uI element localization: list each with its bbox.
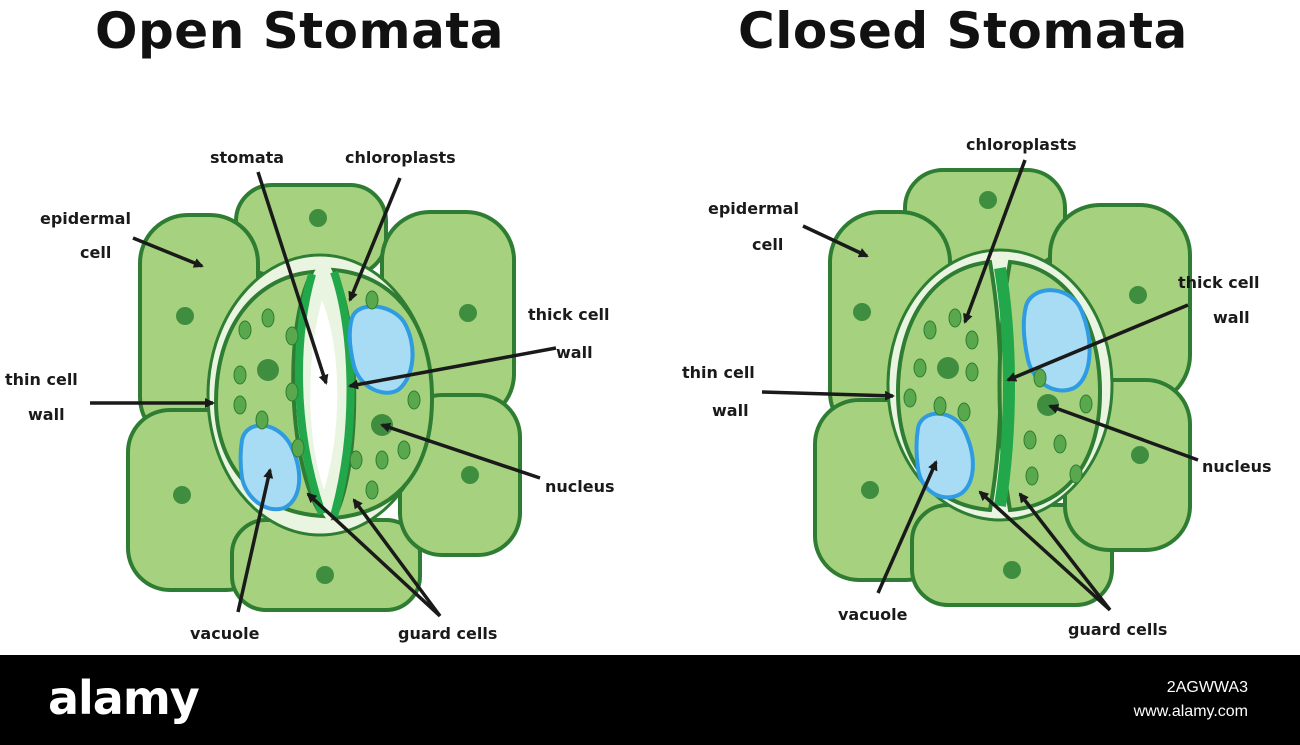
nucleus bbox=[461, 466, 479, 484]
open-stomata-diagram: stomata chloroplasts epidermal cell thic… bbox=[5, 148, 615, 643]
label-thick-wall: wall bbox=[1213, 308, 1250, 327]
label-guard-cells: guard cells bbox=[398, 624, 497, 643]
closed-thick-wall bbox=[994, 267, 1015, 507]
closed-arrows bbox=[761, 159, 1199, 612]
nucleus bbox=[176, 307, 194, 325]
open-stomatal-pore bbox=[310, 300, 338, 490]
arrow-chloroplasts bbox=[348, 177, 402, 302]
label-thin-cell: thin cell bbox=[5, 370, 78, 389]
arrow-thin-cell-wall bbox=[761, 390, 895, 401]
stomata-diagram: stomata chloroplasts epidermal cell thic… bbox=[5, 135, 1272, 643]
arrow-guard-cell-right bbox=[1018, 492, 1112, 612]
label-thin-wall: wall bbox=[712, 401, 749, 420]
open-stomata-title: Open Stomata bbox=[95, 2, 504, 60]
nucleus bbox=[173, 486, 191, 504]
image-id: 2AGWWA3 bbox=[1166, 679, 1248, 696]
site-url: www.alamy.com bbox=[1133, 703, 1248, 720]
open-epidermal-nuclei bbox=[173, 209, 479, 584]
open-thick-wall-left bbox=[295, 272, 326, 516]
arrow-stomata bbox=[256, 171, 329, 385]
watermark-footer: alamy 2AGWWA3 www.alamy.com bbox=[0, 655, 1300, 745]
arrow-nucleus bbox=[1048, 404, 1199, 462]
label-epidermal: epidermal bbox=[40, 209, 131, 228]
closed-vacuole-right bbox=[1021, 288, 1092, 393]
closed-epidermal-nuclei bbox=[853, 191, 1149, 579]
label-vacuole: vacuole bbox=[838, 605, 908, 624]
nucleus bbox=[853, 303, 871, 321]
closed-stomata-diagram: chloroplasts epidermal cell thick cell w… bbox=[682, 135, 1272, 639]
nucleus bbox=[1131, 446, 1149, 464]
arrow-vacuole bbox=[236, 468, 274, 613]
label-epidermal-cell: cell bbox=[752, 235, 783, 254]
label-epidermal: epidermal bbox=[708, 199, 799, 218]
alamy-logo: alamy bbox=[48, 671, 200, 725]
open-chloroplasts bbox=[233, 290, 421, 500]
closed-stomata-title: Closed Stomata bbox=[738, 2, 1188, 60]
label-thick-cell: thick cell bbox=[1178, 273, 1260, 292]
label-thick-wall: wall bbox=[556, 343, 593, 362]
nucleus bbox=[1003, 561, 1021, 579]
label-chloroplasts: chloroplasts bbox=[345, 148, 456, 167]
arrow-nucleus bbox=[380, 422, 541, 480]
open-vacuole-right bbox=[347, 304, 415, 395]
label-nucleus: nucleus bbox=[545, 477, 615, 496]
open-arrows bbox=[90, 171, 557, 618]
nucleus bbox=[1129, 286, 1147, 304]
arrow-thick-cell-wall bbox=[1006, 303, 1189, 382]
label-thick-cell: thick cell bbox=[528, 305, 610, 324]
nucleus bbox=[861, 481, 879, 499]
label-stomata: stomata bbox=[210, 148, 284, 167]
label-thin-wall: wall bbox=[28, 405, 65, 424]
nucleus bbox=[316, 566, 334, 584]
arrow-epidermal-cell bbox=[802, 224, 869, 258]
arrow-guard-cell-right bbox=[352, 498, 442, 618]
label-guard-cells: guard cells bbox=[1068, 620, 1167, 639]
arrow-guard-cell-left bbox=[306, 492, 442, 618]
arrow-epidermal-cell bbox=[132, 236, 204, 268]
label-thin-cell: thin cell bbox=[682, 363, 755, 382]
arrow-thick-cell-wall bbox=[348, 346, 557, 390]
label-epidermal-cell: cell bbox=[80, 243, 111, 262]
open-vacuole-left bbox=[238, 423, 302, 512]
nucleus bbox=[979, 191, 997, 209]
closed-chloroplasts bbox=[903, 308, 1093, 486]
arrow-chloroplasts bbox=[963, 159, 1027, 324]
guard-nucleus bbox=[257, 359, 279, 381]
arrow-guard-cell-left bbox=[978, 490, 1112, 612]
guard-nucleus bbox=[1037, 394, 1059, 416]
label-vacuole: vacuole bbox=[190, 624, 260, 643]
arrow-vacuole bbox=[876, 460, 938, 594]
nucleus bbox=[459, 304, 477, 322]
nucleus bbox=[309, 209, 327, 227]
guard-nucleus bbox=[937, 357, 959, 379]
label-nucleus: nucleus bbox=[1202, 457, 1272, 476]
label-chloroplasts: chloroplasts bbox=[966, 135, 1077, 154]
